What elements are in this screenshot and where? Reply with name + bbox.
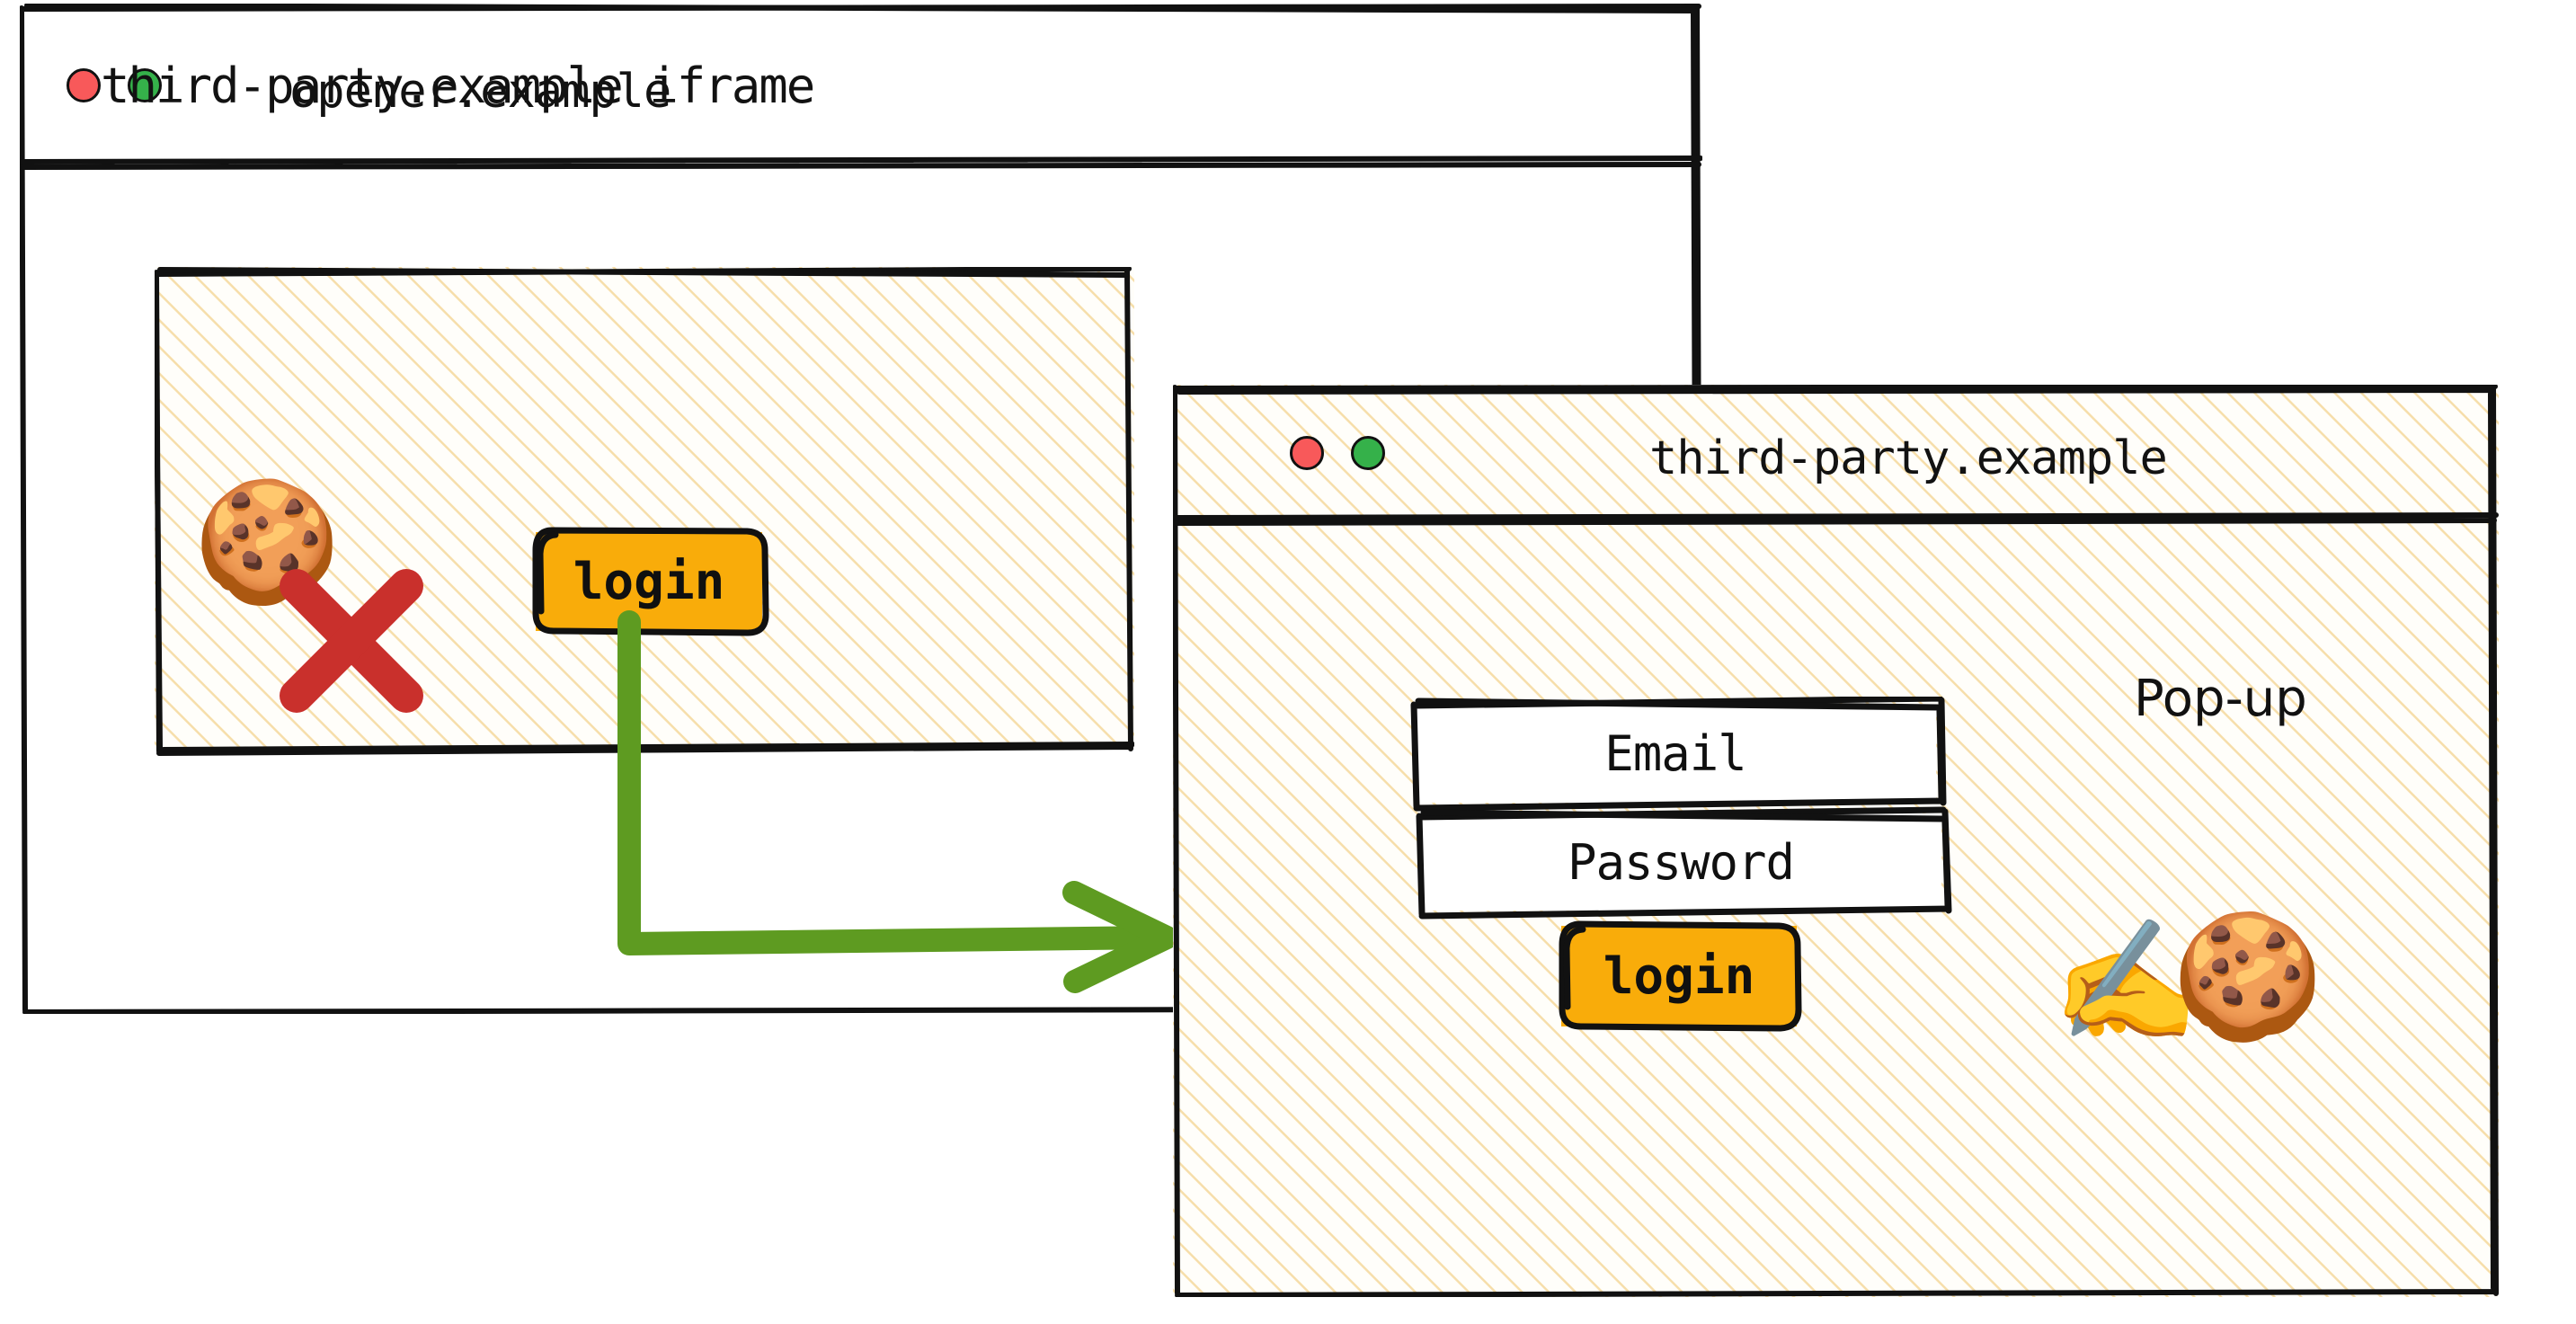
email-field[interactable]: Email <box>1415 704 1936 803</box>
maximize-dot[interactable] <box>1351 436 1385 470</box>
popup-badge-label: Pop-up <box>2134 670 2307 728</box>
password-field[interactable]: Password <box>1420 813 1941 911</box>
popup-traffic-lights[interactable] <box>1290 436 1385 470</box>
iframe-login-button[interactable]: login <box>536 532 762 631</box>
popup-login-button[interactable]: login <box>1561 926 1797 1026</box>
iframe-label: third-party.example iframe <box>101 58 815 114</box>
close-dot[interactable] <box>67 68 101 102</box>
close-dot[interactable] <box>1290 436 1324 470</box>
cookie-icon: 🍪 <box>193 473 342 611</box>
cookie-icon: 🍪 <box>2172 906 2324 1048</box>
writing-hand-icon: ✍️ <box>2052 912 2200 1051</box>
opener-window-title: opener.example <box>289 65 671 119</box>
popup-window-title: third-party.example <box>1649 431 2168 485</box>
opener-traffic-lights[interactable] <box>67 68 162 102</box>
maximize-dot[interactable] <box>128 68 162 102</box>
